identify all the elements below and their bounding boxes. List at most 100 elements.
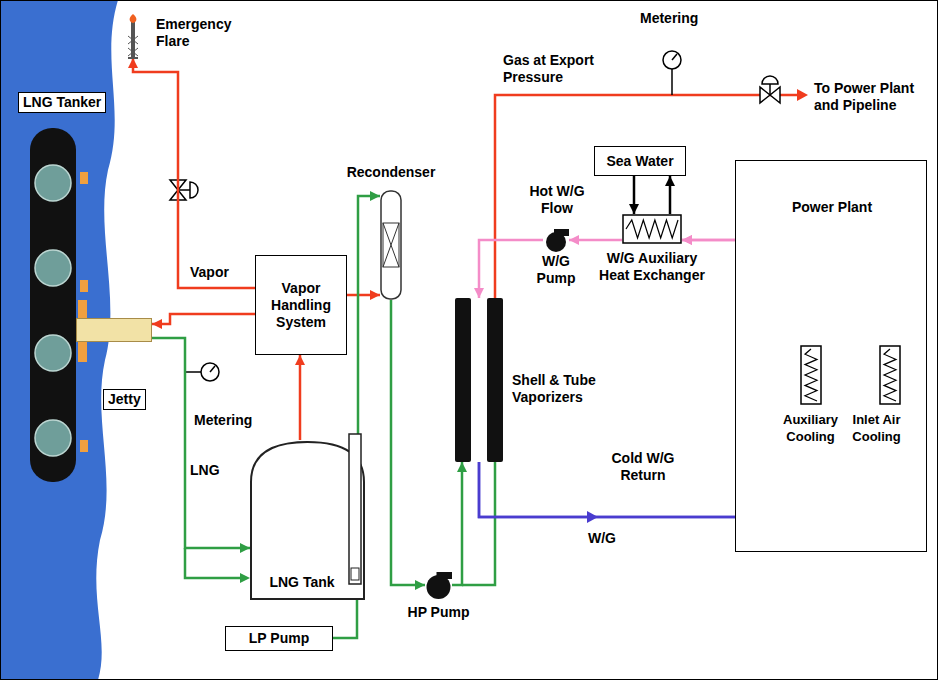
arrow-head bbox=[629, 204, 639, 214]
node-label: Emergency Flare bbox=[156, 16, 242, 50]
flow-connector bbox=[347, 290, 380, 300]
flow-label: Hot W/G Flow bbox=[520, 183, 594, 217]
pump-symbol: HP Pump bbox=[425, 572, 452, 598]
node-label: Power Plant bbox=[792, 199, 872, 216]
flow-connector bbox=[152, 314, 255, 329]
flow-connector bbox=[358, 191, 380, 440]
flow-label: Metering bbox=[194, 412, 264, 429]
node-label: W/G Pump bbox=[531, 253, 581, 287]
flow-connector bbox=[333, 600, 357, 638]
heat-exchanger-shape bbox=[879, 345, 901, 405]
flow-connector bbox=[665, 176, 675, 214]
process-box: Sea Water bbox=[594, 146, 686, 176]
gauge-needle bbox=[210, 366, 215, 372]
gauge-stem bbox=[185, 371, 201, 373]
arrow-head bbox=[682, 235, 692, 245]
ship-fitting bbox=[80, 172, 88, 184]
flow-line bbox=[358, 196, 380, 440]
heat-exchanger: Auxiliary Cooling bbox=[800, 345, 822, 405]
flow-label: Vapor bbox=[190, 264, 240, 281]
flow-line bbox=[479, 240, 543, 298]
valve-stem bbox=[178, 189, 190, 191]
flow-line bbox=[299, 355, 302, 440]
heat-exchanger-shape bbox=[622, 214, 682, 244]
gauge-stem bbox=[671, 69, 673, 95]
flow-line bbox=[133, 58, 255, 288]
flow-label: Metering bbox=[640, 10, 710, 27]
flow-label: Gas at Export Pressure bbox=[503, 52, 607, 86]
flow-connector bbox=[391, 300, 425, 590]
flow-label: W/G bbox=[588, 530, 628, 547]
arrow-head bbox=[152, 319, 162, 329]
arrow-head bbox=[457, 462, 467, 472]
node-label: LNG Tanker bbox=[18, 92, 106, 113]
node-label: LNG Tank bbox=[258, 574, 346, 591]
arrow-head bbox=[682, 235, 692, 245]
heat-exchanger-shape bbox=[800, 345, 822, 405]
arrow-head bbox=[370, 290, 380, 300]
arrow-head bbox=[295, 355, 305, 365]
lng-branch bbox=[185, 548, 240, 578]
gauge-needle bbox=[672, 54, 677, 60]
valve-actuator bbox=[762, 76, 778, 84]
heat-exchanger: W/G Auxiliary Heat Exchanger bbox=[622, 214, 682, 244]
vaporizer: Shell & Tube Vaporizers bbox=[452, 298, 506, 462]
flow-connector bbox=[629, 176, 639, 214]
flow-connector bbox=[474, 240, 543, 298]
metering-gauge bbox=[201, 363, 219, 381]
node-label: Auxiliary Cooling bbox=[779, 411, 843, 445]
node-label: Sea Water bbox=[606, 153, 673, 170]
arrow-head bbox=[665, 176, 675, 186]
pump-symbol-shape bbox=[543, 229, 569, 251]
node-label: Jetty bbox=[103, 389, 146, 410]
flow-label: LNG bbox=[190, 462, 230, 479]
lng-tanker-shape bbox=[30, 128, 76, 482]
flow-line bbox=[391, 300, 425, 585]
arrow-head bbox=[370, 191, 380, 201]
arrow-head bbox=[240, 543, 250, 553]
flow-label: To Power Plant and Pipeline bbox=[814, 80, 932, 114]
arrow-head bbox=[128, 58, 138, 68]
jetty: Jetty bbox=[76, 318, 152, 342]
node-label: LP Pump bbox=[249, 630, 309, 647]
node-label: Inlet Air Cooling bbox=[845, 411, 909, 445]
flow-line bbox=[452, 462, 462, 585]
ship-fitting bbox=[80, 440, 88, 452]
pump-symbol-shape bbox=[425, 572, 452, 598]
flow-connector bbox=[295, 355, 305, 440]
process-box: Vapor Handling System bbox=[255, 255, 347, 355]
arrow-head bbox=[474, 288, 484, 298]
node-label: Recondenser bbox=[347, 164, 436, 181]
node-label: W/G Auxiliary Heat Exchanger bbox=[590, 250, 714, 284]
pump-symbol: W/G Pump bbox=[543, 229, 569, 251]
flow-connector bbox=[452, 462, 467, 585]
recondenser-shape bbox=[380, 190, 402, 300]
emergency-flare-shape bbox=[126, 14, 140, 58]
flow-label: Cold W/G Return bbox=[598, 450, 688, 484]
process-box: LP Pump bbox=[225, 626, 333, 651]
arrow-head bbox=[415, 580, 425, 590]
arrow-head bbox=[797, 89, 808, 101]
emergency-flare: Emergency Flare bbox=[126, 14, 140, 58]
vaporizer-shape bbox=[452, 298, 506, 462]
flow-line bbox=[152, 314, 255, 324]
flow-connector bbox=[569, 235, 622, 245]
ship-fitting bbox=[80, 280, 88, 292]
valve-actuator bbox=[190, 182, 198, 198]
valve-stem bbox=[769, 84, 771, 95]
heat-exchanger: Inlet Air Cooling bbox=[879, 345, 901, 405]
lng-tank: LNG Tank bbox=[250, 440, 365, 600]
power-plant: Power PlantAuxiliary CoolingInlet Air Co… bbox=[735, 160, 927, 552]
flow-line bbox=[152, 338, 250, 548]
flow-line bbox=[333, 600, 357, 638]
recondenser: Recondenser bbox=[380, 190, 402, 300]
node-label: Vapor Handling System bbox=[259, 280, 343, 331]
node-label: Shell & Tube Vaporizers bbox=[512, 372, 624, 406]
arrow-head bbox=[240, 573, 250, 583]
flow-connector bbox=[152, 338, 250, 553]
node-label: HP Pump bbox=[408, 604, 470, 621]
flow-connector bbox=[128, 58, 255, 288]
lng-tanker: LNG Tanker bbox=[30, 128, 76, 482]
